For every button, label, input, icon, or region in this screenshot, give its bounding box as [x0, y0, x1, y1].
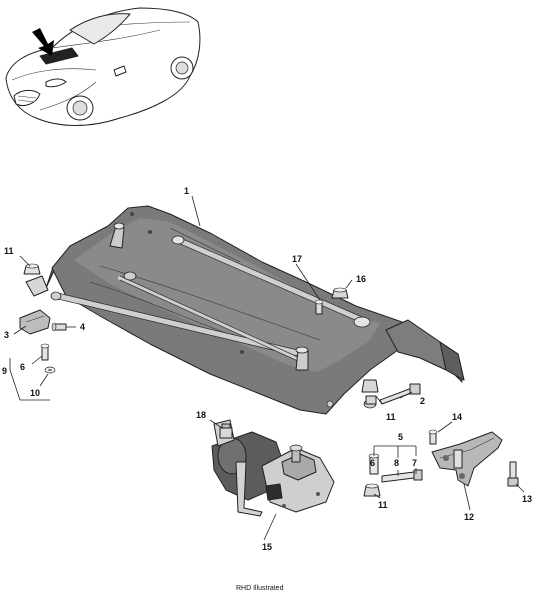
car-locator-illustration: [5, 7, 201, 126]
callout-2: 2: [420, 396, 425, 406]
spacer-6-left: [40, 343, 50, 361]
wiper-motor-15: [211, 419, 335, 517]
callout-8: 8: [394, 458, 399, 468]
callout-6-left: 6: [20, 362, 25, 372]
bolt-13: [507, 461, 519, 487]
spacer-6-right: [368, 453, 380, 475]
motor-bracket-12: [431, 431, 503, 487]
callout-6-right: 6: [370, 458, 375, 468]
callout-labels: 1 2 3 4 5 6 6 7 8 9 10 11 11 11 12 13 14…: [2, 186, 532, 552]
bolt-4: [51, 322, 67, 332]
callout-4: 4: [80, 322, 85, 332]
grommet-11-lower: [363, 483, 381, 497]
callout-15: 15: [262, 542, 272, 552]
callout-5: 5: [398, 432, 403, 442]
callout-16: 16: [356, 274, 366, 284]
callout-11-centre: 11: [386, 412, 396, 422]
bolt-2: [379, 383, 421, 405]
callout-18: 18: [196, 410, 206, 420]
grommet-11-centre: [361, 379, 379, 405]
leader-lines: [9, 195, 525, 541]
callout-11-lower: 11: [378, 500, 388, 510]
washer-10: [44, 366, 56, 374]
location-arrow-icon: [32, 28, 54, 56]
bolt-14: [428, 429, 438, 445]
callout-1: 1: [184, 186, 189, 196]
left-mounting-bracket: [19, 275, 51, 335]
callout-3: 3: [4, 330, 9, 340]
callout-17: 17: [292, 254, 302, 264]
callout-7: 7: [412, 458, 417, 468]
callout-13: 13: [522, 494, 532, 504]
callout-12: 12: [464, 512, 474, 522]
diagram-caption: RHD Illustrated: [236, 585, 284, 592]
grommet-16: [331, 287, 349, 299]
callout-14: 14: [452, 412, 462, 422]
callout-10: 10: [30, 388, 40, 398]
wiper-frame-assembly: [45, 205, 465, 415]
grommet-11-left: [23, 263, 41, 275]
callout-9: 9: [2, 366, 7, 376]
clip-18: [219, 423, 233, 439]
callout-11-left: 11: [4, 246, 14, 256]
